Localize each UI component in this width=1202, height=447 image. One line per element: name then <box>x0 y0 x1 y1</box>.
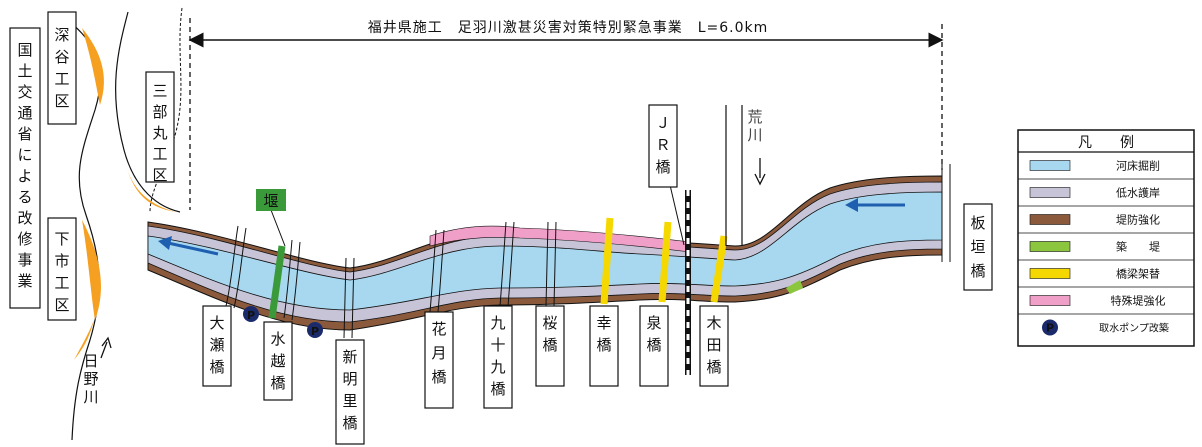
orange-segment-lower <box>82 220 101 320</box>
label-bridge-itagaki: 板垣橋 <box>970 214 985 280</box>
legend-pump-icon <box>1042 319 1058 336</box>
new-levee-patch-right <box>786 280 803 294</box>
legend-swatch-2 <box>1029 214 1071 225</box>
legend-label-5: 特殊堤強化 <box>1111 294 1166 308</box>
weir-label: 堰 <box>263 192 278 210</box>
label-bridge-saiwai: 幸橋 <box>596 314 611 354</box>
bridge-line-ose <box>225 225 247 309</box>
label-jr-bridge: ＪＲ橋 <box>655 114 670 176</box>
bridge-line-tsukumo <box>499 221 515 307</box>
svg-text:P: P <box>247 309 255 322</box>
jr-leader <box>669 184 685 246</box>
legend-label-6: 取水ポンプ改築 <box>1099 322 1169 335</box>
label-box-saburomaru <box>145 71 175 183</box>
label-bridge-sakura: 桜橋 <box>542 314 557 354</box>
legend-swatch-3 <box>1029 241 1071 252</box>
label-box-itagaki <box>963 203 993 291</box>
legend-pump-letter: P <box>1046 322 1054 335</box>
svg-text:P: P <box>311 325 319 338</box>
label-saburomaru: 三部丸工区 <box>152 82 167 184</box>
left-bank-inner <box>115 11 181 213</box>
bridge-line-sakura <box>545 221 557 307</box>
label-box-jr <box>648 104 678 188</box>
bridge-replace-saiwai <box>600 217 614 305</box>
pump-icon-2: P <box>307 322 323 338</box>
label-box-saiwai <box>589 305 619 387</box>
bridge-replace-izumi <box>658 221 672 303</box>
label-box-shimoichi <box>47 217 77 321</box>
label-ministry: 国土交通省による改修事業 <box>17 41 32 290</box>
legend-label-4: 橋梁架替 <box>1116 267 1160 281</box>
weir-label-box <box>256 189 286 211</box>
flow-arrow-right <box>845 198 905 212</box>
label-box-fukaya <box>47 11 77 125</box>
legend-swatch-4 <box>1029 268 1071 279</box>
label-hino-river: 日野川 <box>83 352 98 406</box>
weir-mark <box>268 245 286 319</box>
label-bridge-izumi: 泉橋 <box>646 314 661 354</box>
label-box-sakura <box>535 305 565 387</box>
label-ara-river: 荒川 <box>747 108 762 144</box>
weir-leader <box>270 209 286 247</box>
ara-flow-arrow <box>754 158 766 186</box>
hino-flow-arrow <box>100 336 112 359</box>
label-box-tsukumo <box>483 305 513 409</box>
orange-segment-upper <box>82 28 104 105</box>
legend-title: 凡 例 <box>1078 135 1134 151</box>
project-title: 福井県施工 足羽川激甚災害対策特別緊急事業 L=6.0km <box>368 19 769 36</box>
label-box-shinmeiri <box>335 339 365 445</box>
legend-label-2: 堤防強化 <box>1116 213 1160 227</box>
bridge-line-shinmeiri <box>343 257 355 339</box>
label-box-kida <box>699 305 729 387</box>
label-shimoichi: 下市工区 <box>54 230 69 314</box>
label-bridge-kida: 木田橋 <box>706 314 721 376</box>
label-bridge-shinmeiri: 新明里橋 <box>342 348 357 432</box>
label-bridge-hanatsuki: 花月橋 <box>431 320 446 386</box>
ara-river-bank <box>725 105 743 246</box>
legend-swatch-5 <box>1029 295 1071 306</box>
legend-label-1: 低水護岸 <box>1116 186 1160 200</box>
legend-label-3: 築 堤 <box>1116 240 1160 254</box>
legend-label-0: 河床掘削 <box>1116 159 1160 173</box>
label-bridge-tsukumo: 九十九橋 <box>490 314 505 398</box>
label-bridge-ose: 大瀬橋 <box>209 314 224 376</box>
label-box-mizukoshi <box>263 321 293 401</box>
label-box-hanatsuki <box>424 311 454 409</box>
flow-arrow-left <box>158 236 219 256</box>
bridge-replace-kida <box>710 235 728 303</box>
bridge-line-mizukoshi <box>283 239 301 321</box>
label-box-ose <box>202 305 232 387</box>
label-fukaya: 深谷工区 <box>54 26 69 110</box>
legend-swatch-0 <box>1029 160 1071 171</box>
bridge-line-itagaki <box>941 164 951 262</box>
legend-swatch-1 <box>1029 187 1071 198</box>
bridge-line-hanatsuki <box>429 229 445 313</box>
orange-segment-mid <box>126 165 176 212</box>
pump-icon-1: P <box>243 306 259 322</box>
label-box-ministry <box>9 27 41 309</box>
label-bridge-mizukoshi: 水越橋 <box>270 330 285 392</box>
label-box-izumi <box>639 305 669 387</box>
